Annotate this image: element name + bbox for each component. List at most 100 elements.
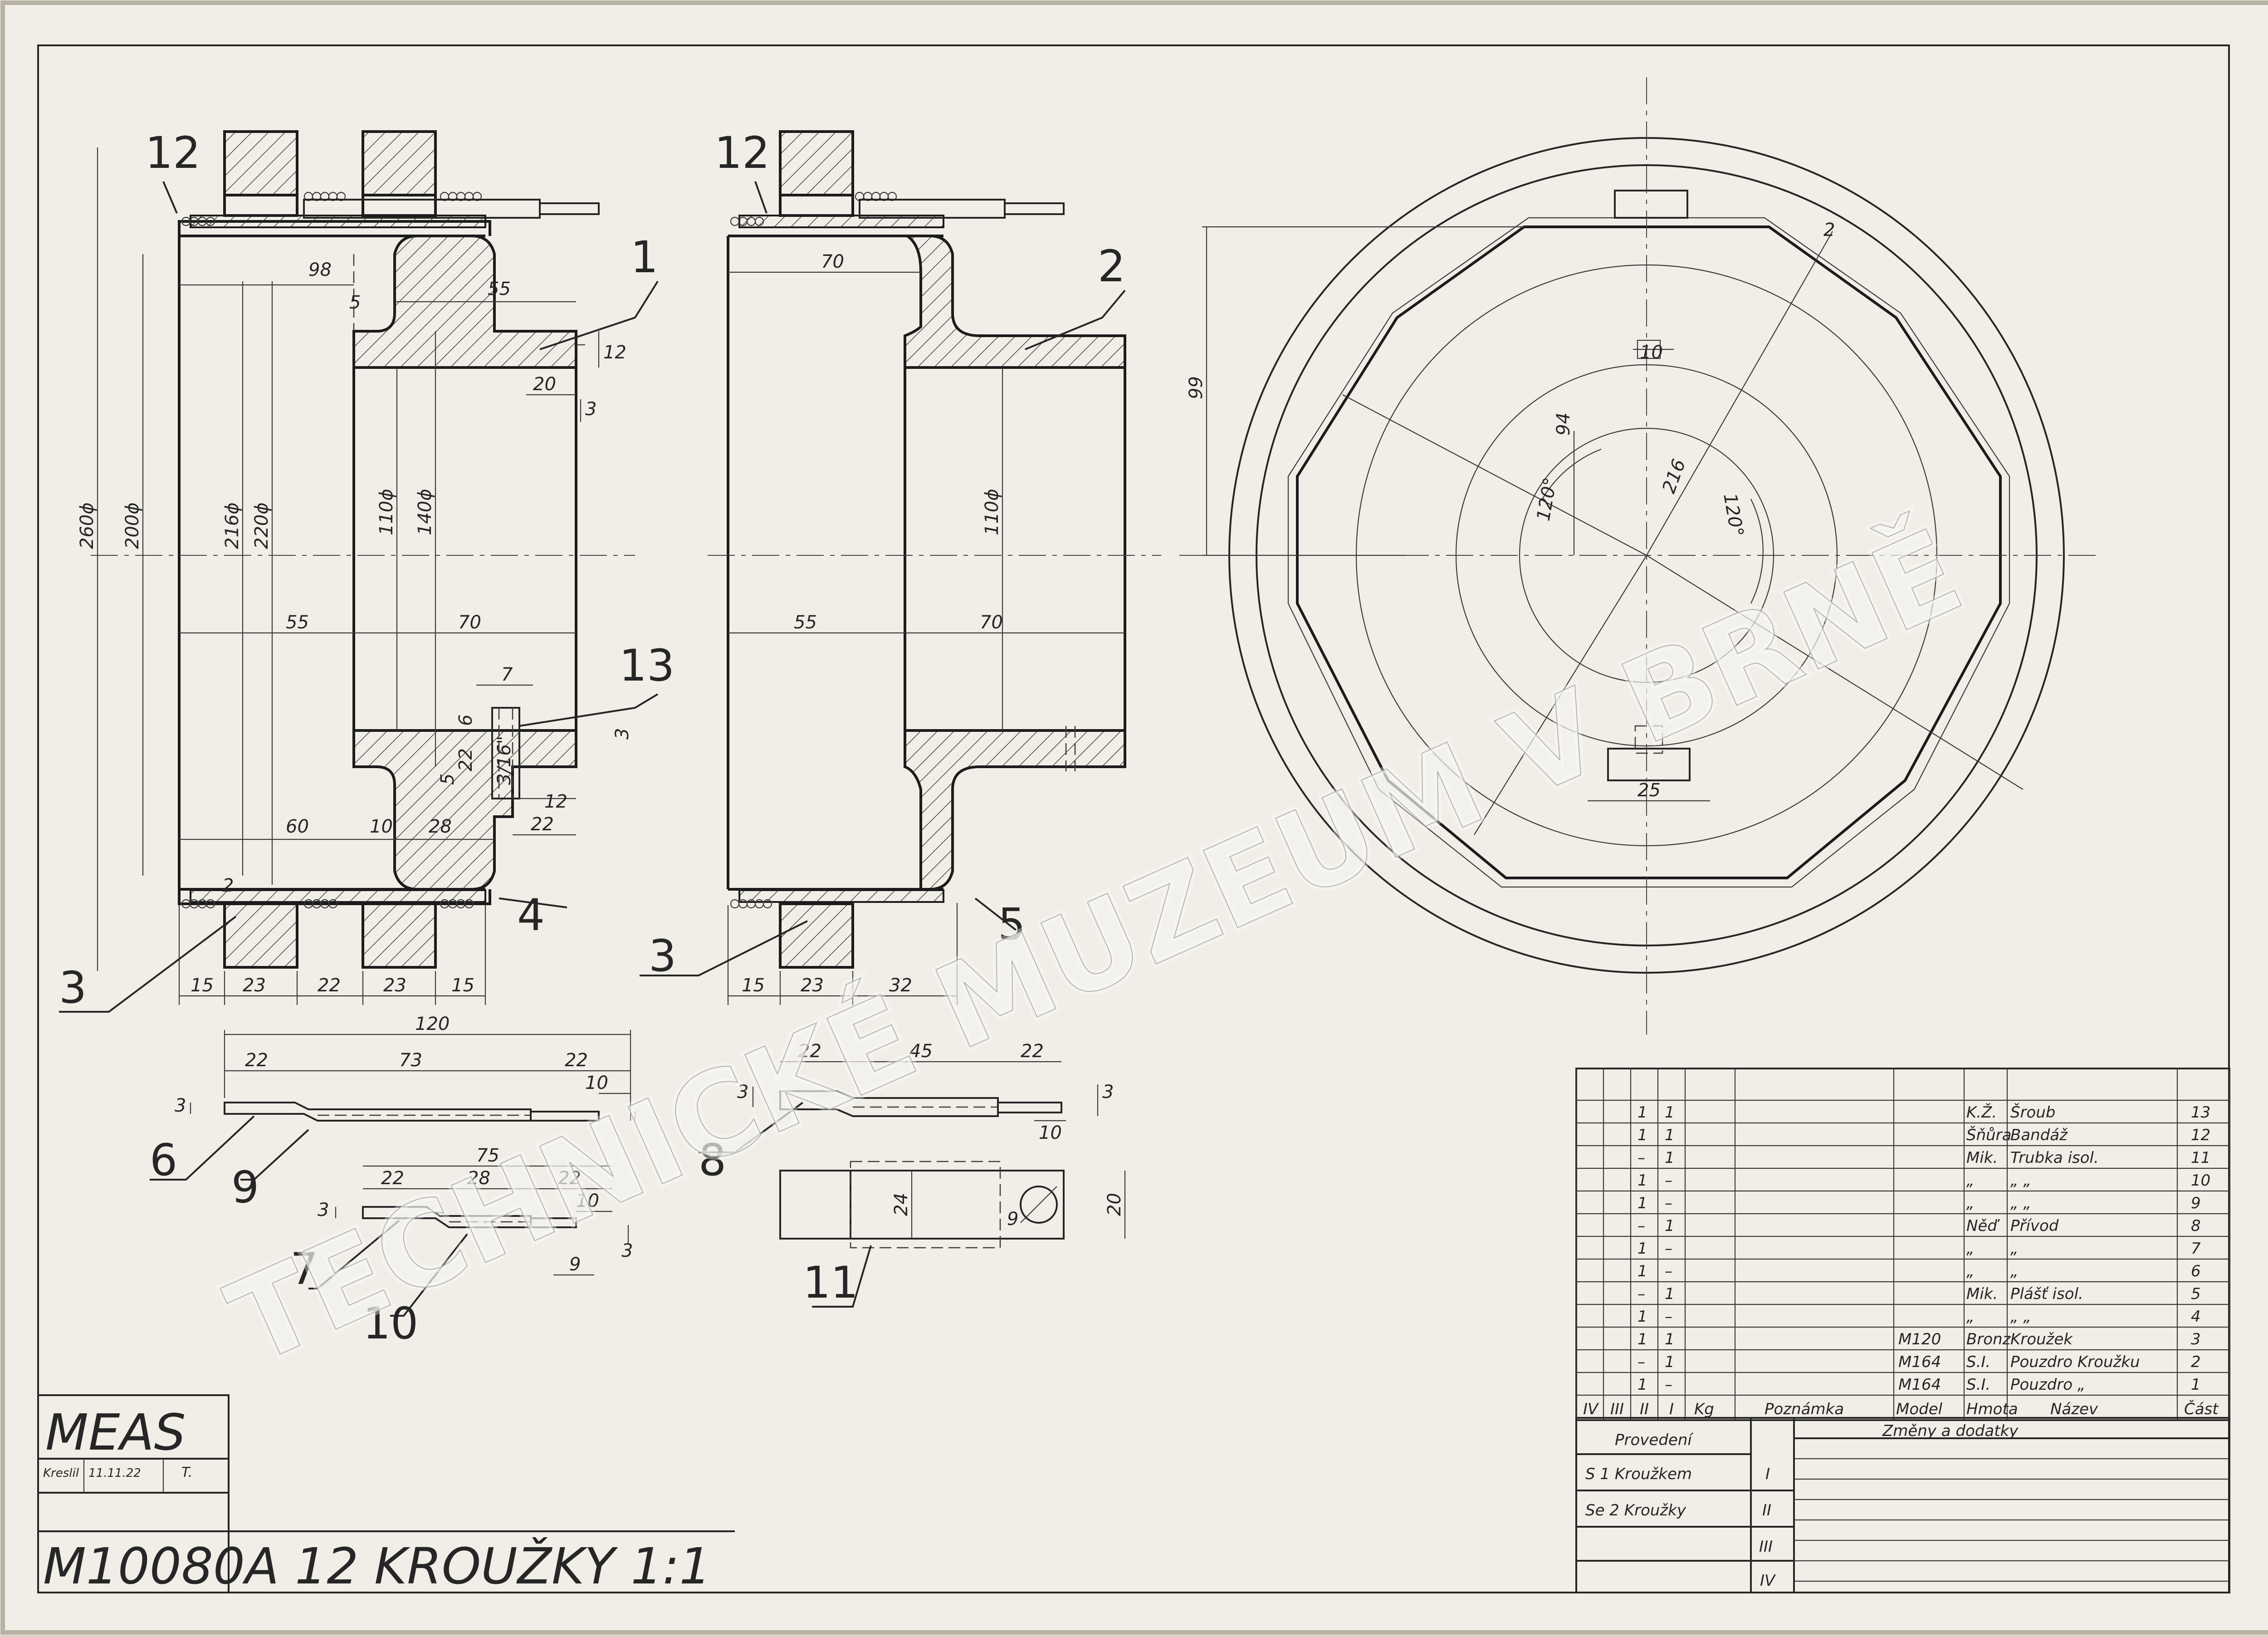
dim-75: 75 (476, 1145, 499, 1166)
drawn-by-label: Kreslil (43, 1466, 79, 1480)
parts-row-name: Šroub (2010, 1103, 2056, 1122)
header-col-iv: IV (1583, 1400, 1599, 1418)
dim-45: 45 (909, 1041, 933, 1062)
parts-row-qty-ii: – (1637, 1149, 1645, 1167)
parts-row-name: Kroužek (2010, 1330, 2073, 1348)
dim-260: 260ϕ (77, 502, 98, 549)
company-name: MEAS (45, 1403, 186, 1461)
parts-row-model: M120 (1898, 1330, 1941, 1348)
parts-row-qty-ii: – (1637, 1285, 1645, 1303)
dim-22-part7a: 22 (381, 1168, 404, 1189)
callout-12-left: 12 (145, 127, 200, 178)
parts-row-qty-ii: 1 (1637, 1240, 1647, 1258)
header-kg: Kg (1694, 1400, 1714, 1418)
parts-row-material: „ (1966, 1240, 1975, 1258)
dim-73: 73 (399, 1050, 422, 1071)
dim-55-mid2: 55 (794, 612, 817, 633)
parts-row-qty-ii: 1 (1637, 1103, 1647, 1122)
ring-block (223, 130, 298, 196)
dim-2-right: 2 (1823, 220, 1835, 240)
dim-24: 24 (891, 1193, 912, 1216)
dim-20: 20 (533, 374, 556, 395)
dim-70-top: 70 (821, 251, 844, 272)
ring-block (779, 130, 854, 196)
dim-9-part7: 9 (569, 1254, 581, 1275)
revisions-block: Provedení Změny a dodatky S 1 Kroužkem S… (1575, 1417, 2230, 1593)
part-detail-7: 7 10 75 22 28 22 3 10 3 9 (290, 1145, 633, 1349)
parts-row-name: „ „ (2010, 1194, 2031, 1212)
callout-11: 11 (803, 1257, 858, 1308)
callout-7: 7 (290, 1244, 318, 1294)
dim-120-b: 120° (1719, 492, 1747, 539)
drawing-frame (37, 44, 2230, 1593)
dim-3-part8b: 3 (1102, 1082, 1114, 1103)
parts-row-material: Mik. (1966, 1285, 1998, 1303)
watermark: TECHNICKÉ MUZEUM V BRNĚ TECHNICKÉ MUZEUM… (207, 500, 1984, 1395)
parts-row-part-no: 10 (2191, 1171, 2210, 1190)
parts-row-name: Pouzdro Kroužku (2010, 1353, 2140, 1371)
parts-row-part-no: 2 (2191, 1353, 2201, 1371)
revision-numeral-2: II (1762, 1501, 1771, 1519)
parts-row-qty-ii: 1 (1637, 1194, 1647, 1212)
parts-row-material: S.I. (1966, 1376, 1990, 1394)
parts-row-qty-i: 1 (1665, 1285, 1675, 1303)
callout-1: 1 (631, 232, 658, 283)
dim-25-right: 25 (1637, 780, 1661, 801)
dim-120-a: 120° (1533, 476, 1561, 523)
header-col-i: I (1669, 1400, 1674, 1418)
parts-row-material: Šňůra (1966, 1126, 2012, 1144)
callout-12-mid: 12 (714, 127, 770, 178)
drawn-date: 11.11.22 (88, 1466, 141, 1480)
dim-22-screw: 22 (455, 748, 476, 771)
parts-row-qty-i: – (1665, 1194, 1672, 1212)
parts-row-material: S.I. (1966, 1353, 1990, 1371)
dim-22-part6b: 22 (565, 1050, 588, 1071)
parts-row-qty-ii: – (1637, 1217, 1645, 1235)
parts-row-model: M164 (1898, 1376, 1941, 1394)
revision-numeral-1: I (1765, 1465, 1770, 1483)
revision-text-1: S 1 Kroužkem (1585, 1465, 1692, 1483)
dim-22-part7b: 22 (558, 1168, 581, 1189)
parts-row-name: Trubka isol. (2010, 1149, 2099, 1167)
drawing-number: M10080 (43, 1537, 245, 1595)
middle-section-view: 12 2 5 3 70 110ϕ 55 70 15 23 32 (640, 127, 1161, 1005)
parts-row-name: Plášť isol. (2010, 1285, 2083, 1303)
dim-10-part6: 10 (585, 1073, 608, 1093)
parts-row-part-no: 4 (2191, 1308, 2201, 1326)
parts-row-qty-i: 1 (1665, 1217, 1675, 1235)
dim-216-right: 216 (1658, 456, 1690, 496)
header-material: Hmota (1966, 1400, 2018, 1418)
parts-row-name: Pouzdro „ (2010, 1376, 2085, 1394)
header-col-iii: III (1610, 1400, 1624, 1418)
parts-row-qty-ii: 1 (1637, 1376, 1647, 1394)
dim-216: 216ϕ (222, 502, 243, 549)
dim-110-left: 110ϕ (376, 489, 397, 535)
parts-row-qty-i: 1 (1665, 1330, 1675, 1348)
parts-row-qty-i: – (1665, 1262, 1672, 1280)
ring-block (362, 130, 437, 196)
parts-row-qty-ii: 1 (1637, 1308, 1647, 1326)
title-block: MEAS Kreslil 11.11.22 T. M10080 A 12 KRO… (37, 1394, 735, 1595)
callout-13: 13 (619, 640, 675, 691)
parts-row-name: Bandáž (2010, 1126, 2068, 1144)
callout-5: 5 (998, 899, 1026, 950)
parts-row-qty-ii: 1 (1637, 1171, 1647, 1190)
dim-15-a: 15 (191, 975, 214, 996)
dim-20-part11: 20 (1104, 1193, 1125, 1216)
dim-10: 10 (370, 816, 393, 837)
dim-3-part8: 3 (737, 1082, 748, 1103)
dim-15-b: 15 (451, 975, 474, 996)
parts-row-material: „ (1966, 1194, 1975, 1212)
dim-60: 60 (286, 816, 309, 837)
header-name: Název (2050, 1400, 2098, 1418)
header-model: Model (1896, 1400, 1943, 1418)
svg-text:TECHNICKÉ MUZEUM V BRNĚ: TECHNICKÉ MUZEUM V BRNĚ (210, 504, 1980, 1391)
parts-row-material: K.Ž. (1966, 1103, 1997, 1122)
dim-94: 94 (1553, 412, 1574, 436)
dim-22-part6a: 22 (245, 1050, 268, 1071)
ring-block (779, 902, 854, 969)
callout-10: 10 (363, 1298, 418, 1349)
parts-row-name: „ (2010, 1262, 2019, 1280)
